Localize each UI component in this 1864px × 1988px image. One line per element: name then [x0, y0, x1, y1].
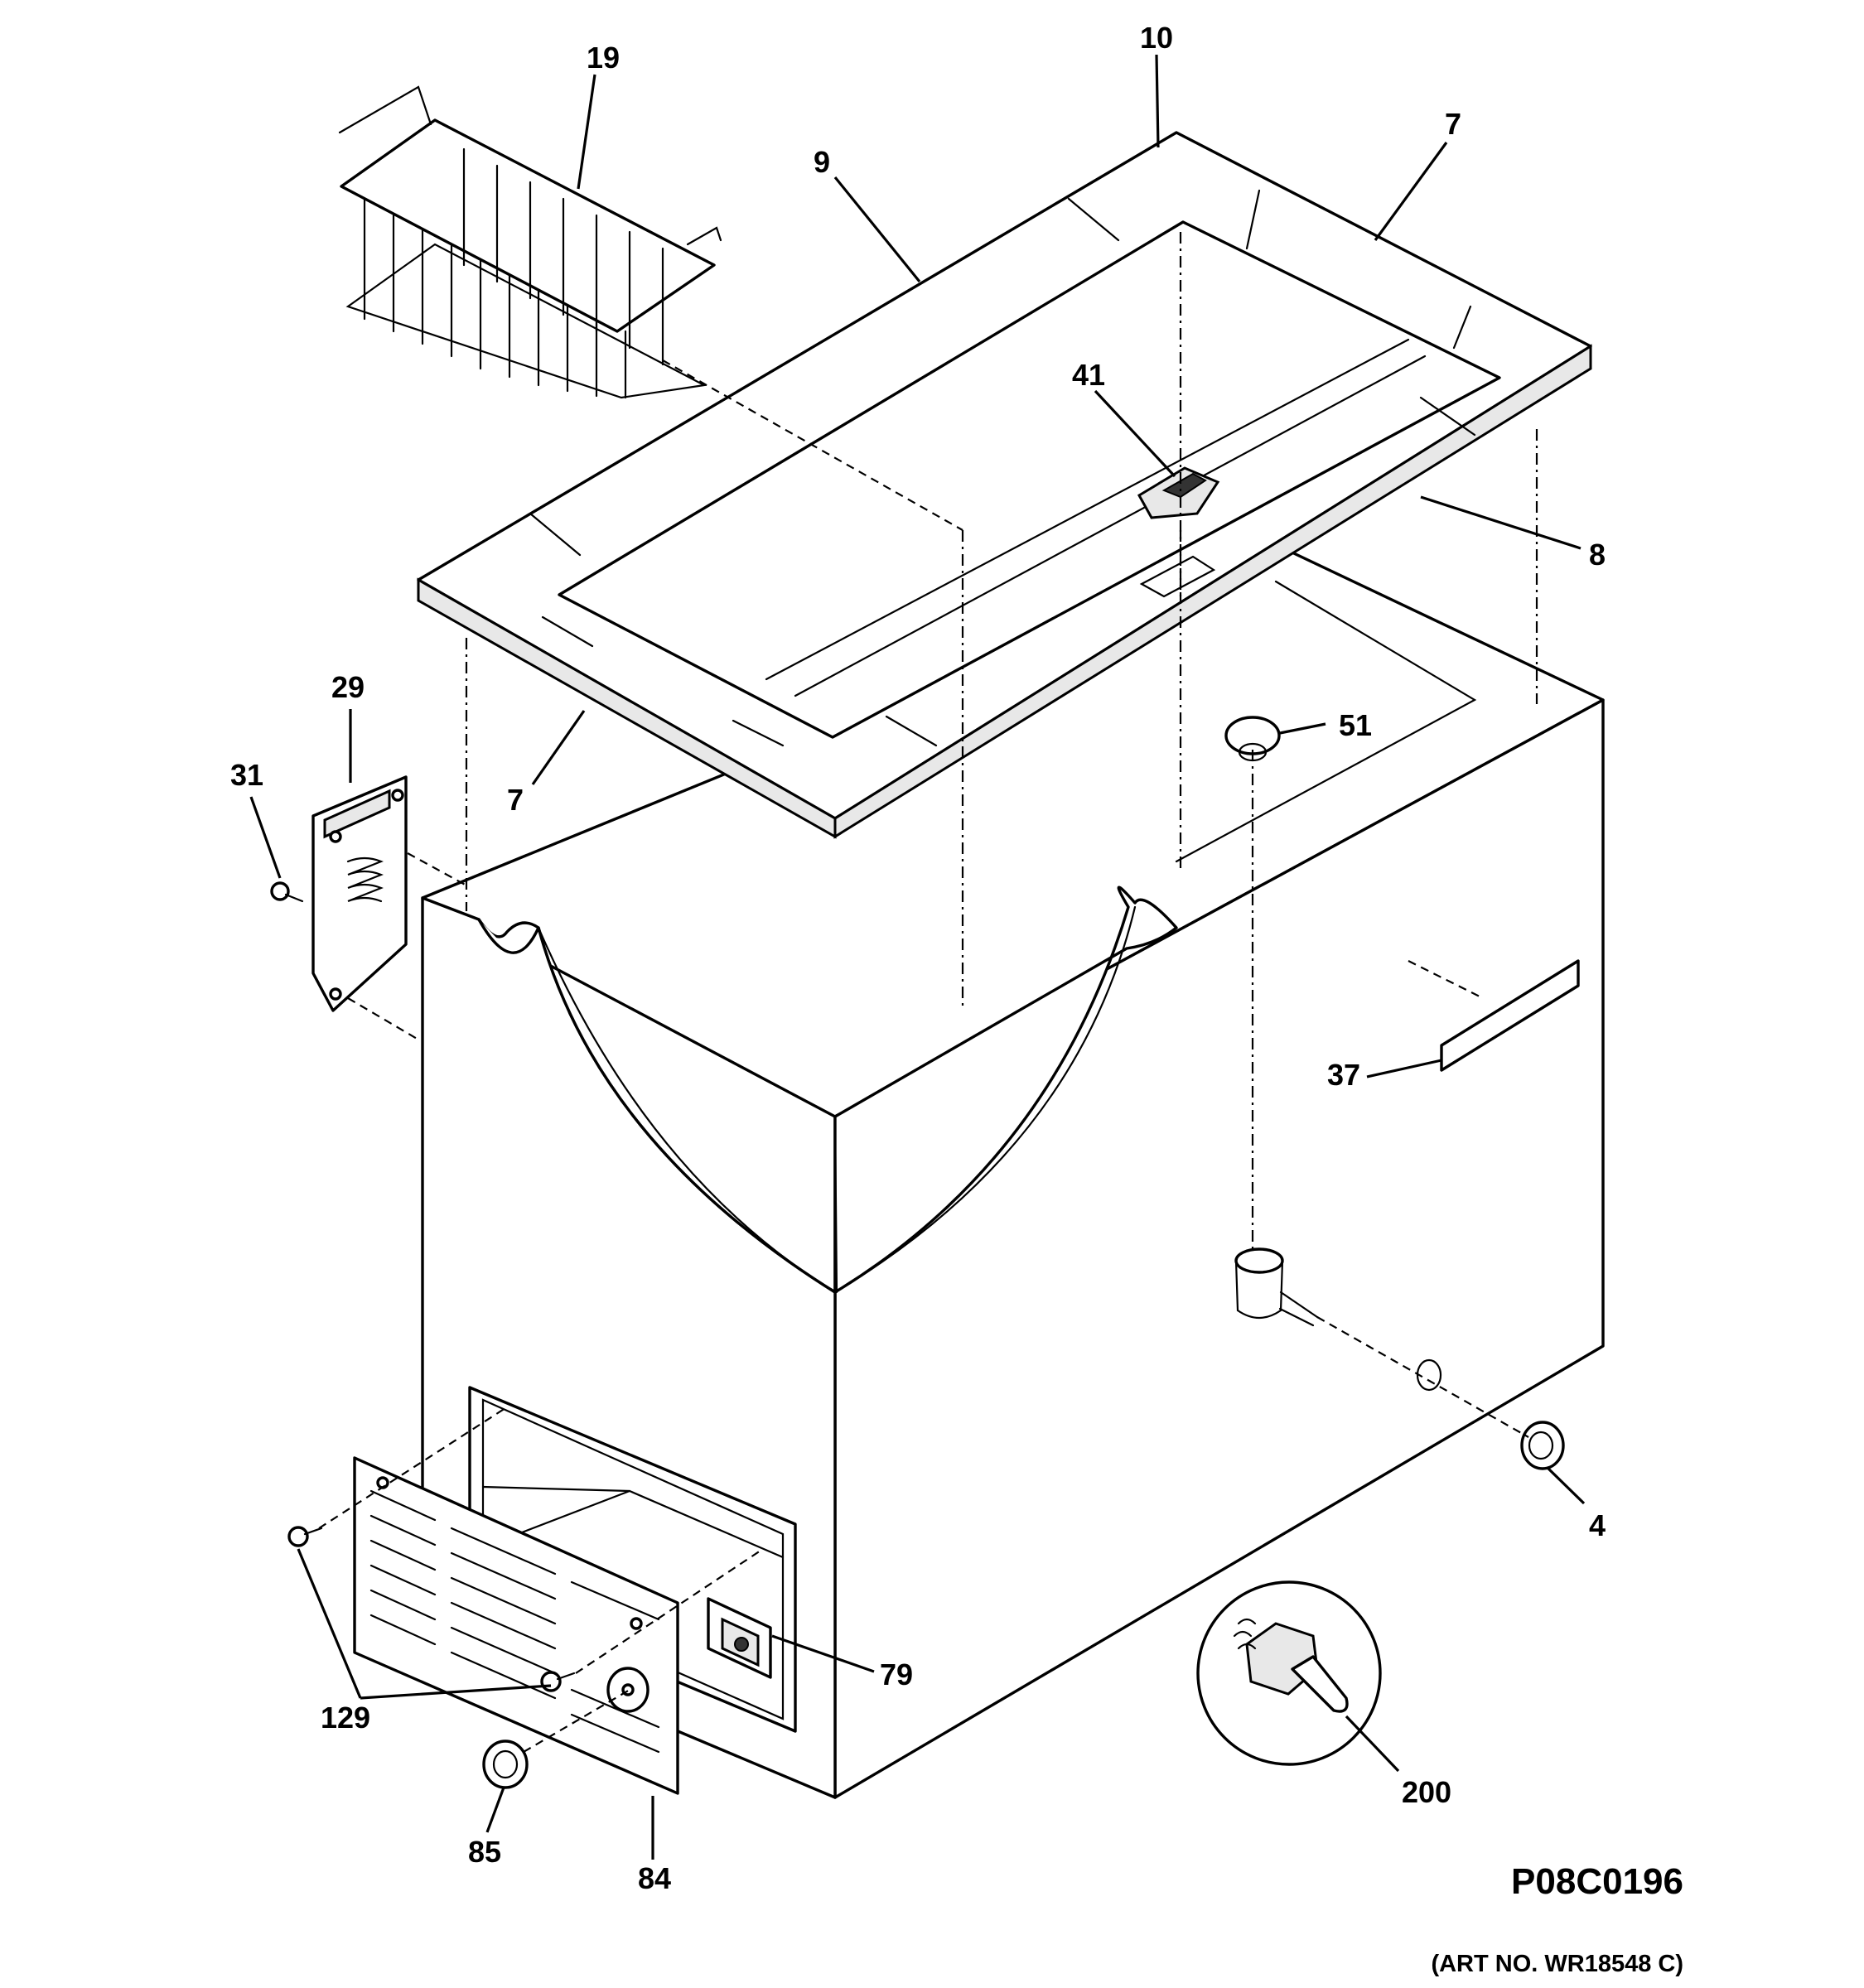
drain-cap-4 — [1520, 1421, 1565, 1470]
callout-labels: 19 10 7 9 41 8 29 31 7 51 37 4 79 129 20… — [230, 21, 1606, 1895]
grille-screw-hole-2 — [630, 1617, 643, 1630]
callout-8: 8 — [1589, 538, 1606, 572]
drain-tube — [1234, 1247, 1319, 1327]
callout-7-top: 7 — [1445, 107, 1461, 141]
callout-37: 37 — [1327, 1058, 1360, 1092]
plug-51 — [1224, 716, 1281, 755]
label-37 — [1440, 959, 1580, 1072]
callout-51: 51 — [1339, 708, 1372, 742]
screw-129-a — [287, 1526, 323, 1547]
drain-assembly — [1224, 716, 1565, 1470]
hinge-bracket — [323, 789, 391, 839]
callout-200: 200 — [1402, 1775, 1451, 1809]
gasket-joint-1 — [529, 512, 582, 557]
fitting-thread — [1233, 1618, 1257, 1650]
projection-lines — [318, 232, 1538, 1753]
screw-31 — [270, 881, 304, 903]
callout-129: 129 — [321, 1701, 370, 1735]
basket-bottom — [345, 243, 707, 399]
lid-gasket-frame — [417, 131, 1592, 839]
compartment-shelf-2 — [520, 1489, 631, 1534]
callout-79: 79 — [880, 1657, 913, 1691]
callout-7-left: 7 — [507, 783, 524, 817]
switch-79 — [707, 1597, 772, 1679]
latch-plate — [1139, 555, 1216, 598]
gasket-inner-opening — [558, 220, 1501, 739]
callout-19: 19 — [587, 41, 620, 75]
gasket-joint-8 — [885, 715, 938, 747]
callout-41: 41 — [1072, 358, 1105, 392]
art-number: (ART NO. WR18548 C) — [1431, 1951, 1683, 1977]
callout-4: 4 — [1589, 1508, 1606, 1542]
callout-10: 10 — [1140, 21, 1173, 55]
callout-31: 31 — [230, 758, 263, 792]
liner-inner-curve — [537, 905, 1137, 1294]
basket-handle-left — [338, 85, 432, 134]
gasket-joint-7 — [732, 719, 785, 747]
liner-floor-edge — [833, 1115, 838, 1294]
hinge-hole-2 — [329, 987, 342, 1001]
grille-slots — [369, 1489, 660, 1754]
gasket-center-strip-2 — [794, 355, 1427, 697]
latch-41-slot — [1161, 472, 1207, 499]
knob-85 — [482, 1740, 529, 1789]
hinge-assembly — [270, 775, 408, 1012]
cabinet-cutaway-wall — [477, 885, 1178, 1294]
gasket-thickness-right — [833, 344, 1592, 839]
basket-handle-right — [686, 226, 722, 246]
hinge-hole-3 — [391, 789, 404, 802]
callout-29: 29 — [331, 670, 365, 704]
gasket-joint-3 — [1245, 189, 1261, 250]
wire-basket — [338, 85, 722, 399]
detail-200 — [1196, 1580, 1382, 1766]
gasket-joint-6 — [541, 615, 594, 648]
callout-85: 85 — [468, 1835, 501, 1869]
callout-84: 84 — [638, 1861, 671, 1895]
gasket-joint-5 — [1419, 396, 1476, 437]
gasket-joint-2 — [1067, 197, 1120, 242]
drawing-code: P08C0196 — [1511, 1861, 1683, 1902]
basket-top-rim — [340, 118, 716, 333]
gasket-joint-4 — [1452, 305, 1472, 350]
gasket-center-strip — [765, 338, 1410, 681]
hinge-hole-1 — [329, 830, 342, 843]
fitting-nozzle — [1291, 1655, 1349, 1713]
leader-lines — [249, 54, 1586, 1860]
liner-rim — [1175, 580, 1477, 863]
callout-9: 9 — [814, 145, 830, 179]
hinge-spring — [346, 856, 384, 903]
basket-wires — [363, 147, 664, 399]
cabinet — [421, 545, 1605, 1799]
